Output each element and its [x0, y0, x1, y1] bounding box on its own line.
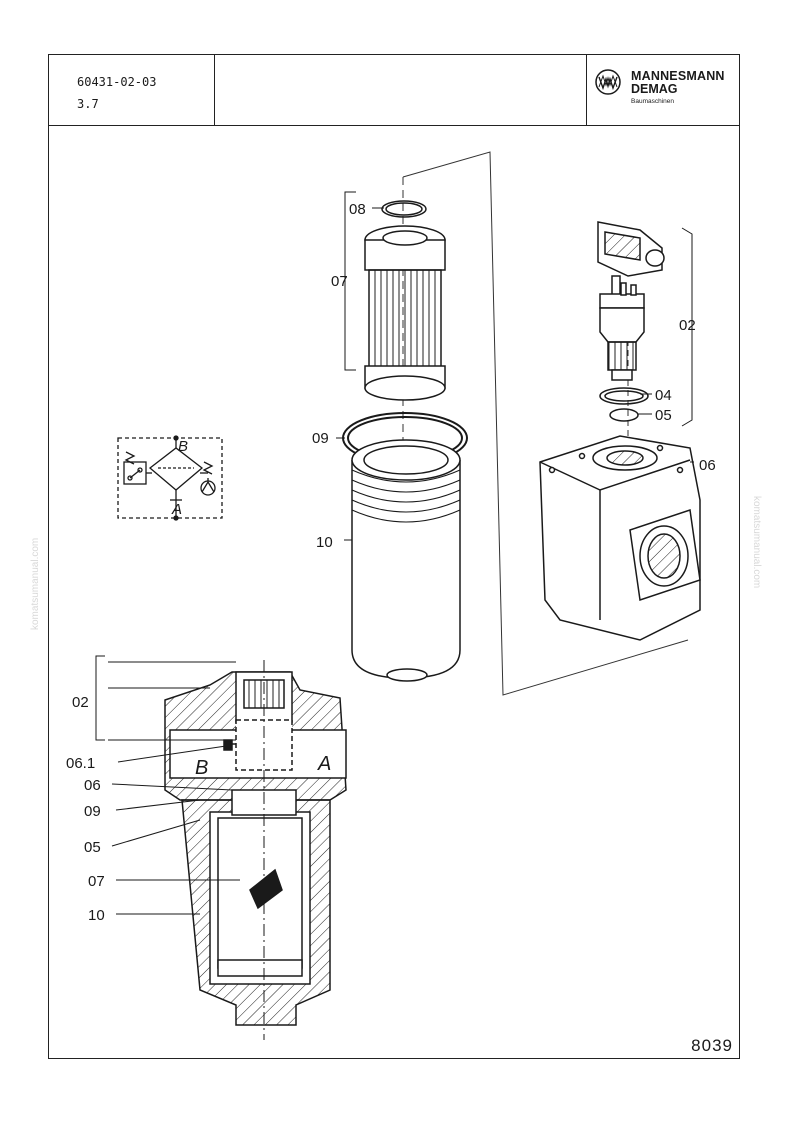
- title-block-logo-cell: MANNESMANN DEMAG Baumaschinen: [587, 55, 739, 125]
- section-callout-07: 07: [88, 873, 105, 890]
- section-callout-06: 06: [84, 777, 101, 794]
- filter-bowl-10: [351, 439, 461, 682]
- callout-02-right: 02: [679, 317, 696, 334]
- brand-name-2: DEMAG: [631, 82, 678, 96]
- brand-division: Baumaschinen: [631, 98, 674, 105]
- section-callout-02: 02: [72, 694, 89, 711]
- mannesmann-logo-icon: [595, 69, 621, 95]
- section-callout-05: 05: [84, 839, 101, 856]
- hydraulic-symbol: [117, 435, 223, 521]
- callout-05: 05: [655, 407, 672, 424]
- section-callout-09: 09: [84, 803, 101, 820]
- part-number: 60431-02-03: [77, 75, 157, 89]
- callout-04: 04: [655, 387, 672, 404]
- pressure-switch-02: [597, 221, 665, 381]
- o-ring-08: [381, 200, 427, 218]
- section-port-b: B: [195, 757, 208, 779]
- symbol-port-b: B: [178, 438, 188, 455]
- bracket-07: [344, 191, 356, 371]
- callout-07: 07: [331, 273, 348, 290]
- o-ring-05: [609, 408, 639, 422]
- sheet-number: 8039: [691, 1036, 733, 1055]
- sectional-view: [164, 660, 347, 1040]
- section-callout-10: 10: [88, 907, 105, 924]
- section-number: 3.7: [77, 97, 99, 111]
- bracket-02-section: [95, 655, 105, 741]
- bracket-02-right: [681, 227, 693, 427]
- brand-name: MANNESMANN: [631, 69, 725, 83]
- title-block-blank-cell: [215, 55, 587, 125]
- o-ring-04: [599, 387, 649, 405]
- drawing-sheet: 60431-02-03 3.7 MANNESMANN DEMAG Baumasc…: [48, 54, 740, 1059]
- section-port-a: A: [317, 753, 331, 775]
- section-callout-06-1: 06.1: [66, 755, 95, 772]
- callout-06: 06: [699, 457, 716, 474]
- symbol-port-a: A: [171, 501, 182, 518]
- callout-10: 10: [316, 534, 333, 551]
- filter-head-06: [539, 435, 701, 641]
- title-block-ref-cell: 60431-02-03 3.7: [49, 55, 215, 125]
- title-block: 60431-02-03 3.7 MANNESMANN DEMAG Baumasc…: [49, 55, 739, 126]
- leader-lines: [108, 207, 694, 915]
- callout-09: 09: [312, 430, 329, 447]
- filter-element-07: [364, 225, 446, 401]
- callout-08: 08: [349, 201, 366, 218]
